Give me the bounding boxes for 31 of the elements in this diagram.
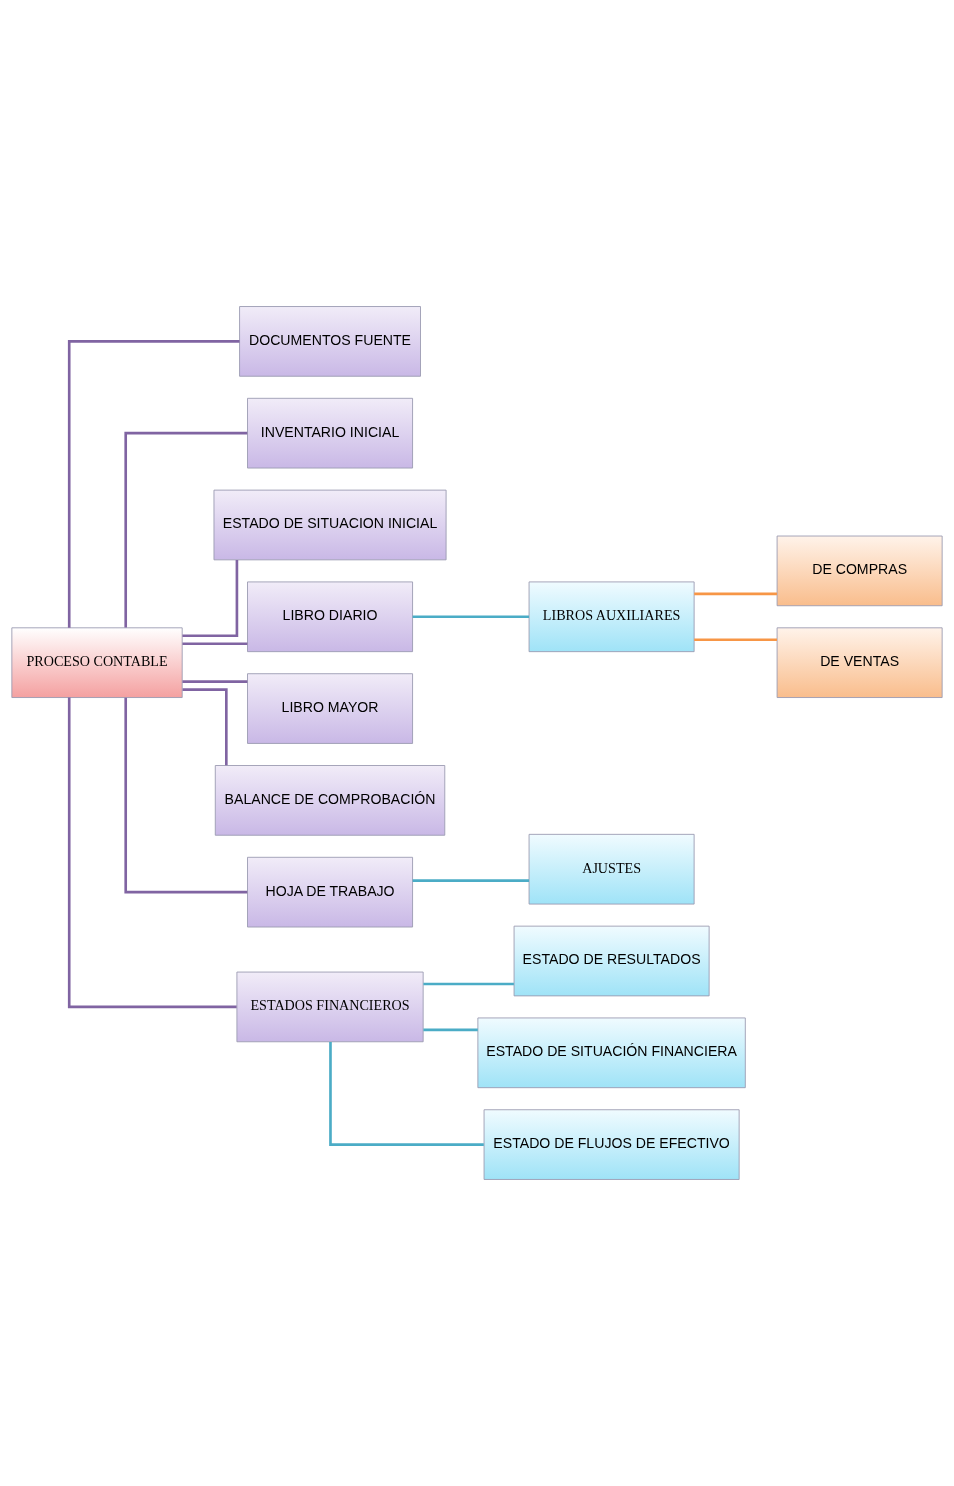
node-box: HOJA DE TRABAJO bbox=[247, 856, 413, 928]
connector bbox=[124, 431, 248, 628]
node-box: LIBROS AUXILIARES bbox=[528, 581, 695, 653]
node-box: ESTADO DE SITUACION INICIAL bbox=[213, 489, 447, 561]
node-box: ESTADO DE RESULTADOS bbox=[513, 925, 710, 997]
connector bbox=[67, 697, 237, 1009]
node-box: ESTADOS FINANCIEROS bbox=[236, 971, 424, 1043]
connector bbox=[124, 697, 248, 894]
connector bbox=[694, 638, 777, 642]
node-box: INVENTARIO INICIAL bbox=[247, 397, 413, 469]
connector bbox=[182, 560, 239, 638]
connector bbox=[182, 642, 248, 646]
node-box: ESTADO DE FLUJOS DE EFECTIVO bbox=[483, 1109, 740, 1180]
connector bbox=[423, 1028, 478, 1032]
connector bbox=[694, 592, 777, 596]
connector bbox=[182, 680, 248, 683]
node-box: ESTADO DE SITUACIÓN FINANCIERA bbox=[477, 1017, 746, 1089]
connector bbox=[412, 879, 530, 882]
connector bbox=[182, 688, 228, 766]
node-box: DE COMPRAS bbox=[776, 535, 943, 607]
node-box: LIBRO DIARIO bbox=[247, 581, 413, 653]
connector bbox=[329, 1042, 484, 1146]
node-box: PROCESO CONTABLE bbox=[11, 627, 183, 698]
connector bbox=[67, 340, 240, 628]
connector bbox=[412, 615, 530, 619]
node-box: DOCUMENTOS FUENTE bbox=[239, 306, 421, 377]
connector bbox=[423, 982, 514, 986]
node-box: LIBRO MAYOR bbox=[247, 673, 413, 744]
node-box: AJUSTES bbox=[528, 833, 695, 905]
node-box: BALANCE DE COMPROBACIÓN bbox=[214, 765, 446, 836]
node-box: DE VENTAS bbox=[776, 627, 943, 698]
